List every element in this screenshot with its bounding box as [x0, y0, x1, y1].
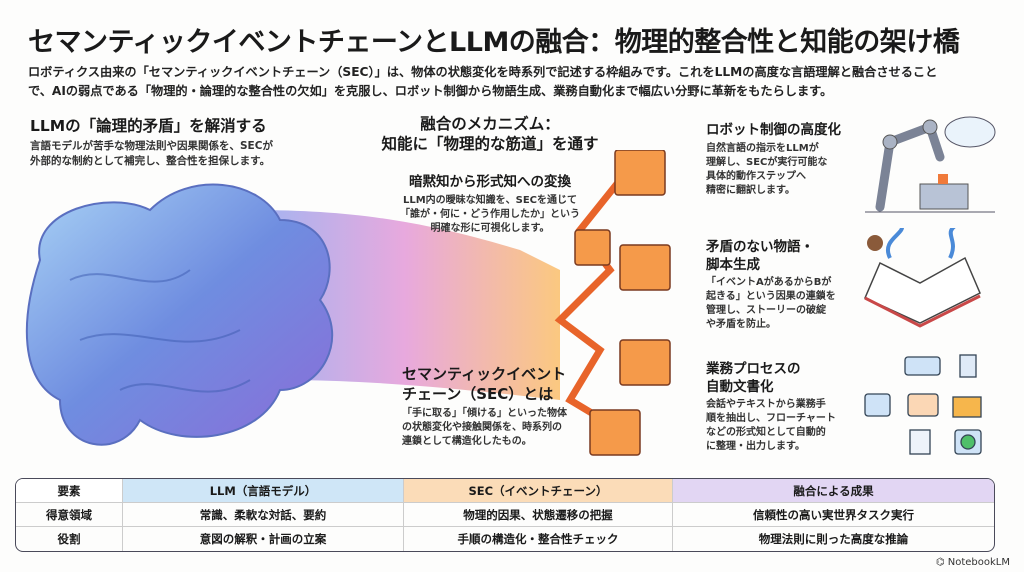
table-cell: 得意領域	[16, 503, 123, 527]
open-book-icon	[864, 228, 981, 328]
table-cell: 信頼性の高い実世界タスク実行	[673, 503, 994, 527]
sec-heading-line: セマンティックイベント	[402, 365, 567, 383]
cube-icon	[614, 150, 666, 196]
section-heading: ロボット制御の高度化	[706, 122, 841, 138]
table-header: SEC（イベントチェーン）	[404, 479, 673, 503]
mechanism-heading: 融合のメカニズム： 知能に「物理的な筋道」を通す	[360, 114, 620, 154]
body-line: 「イベントAがあるからBが	[706, 277, 832, 288]
section-heading: 矛盾のない物語・	[706, 239, 814, 255]
mechanism-heading-line: 知能に「物理的な筋道」を通す	[381, 135, 599, 153]
body-line: 明確な形に可視化します。	[430, 223, 550, 234]
flowchart-icon	[864, 354, 982, 455]
body-line: 外部的な制約として補完し、整合性を担保します。	[30, 155, 271, 167]
mechanism-heading-line: 融合のメカニズム：	[420, 115, 560, 133]
table-cell: 意図の解釈・計画の立案	[123, 527, 404, 551]
table-cell: 役割	[16, 527, 123, 551]
body-line: 言語モデルが苦手な物理法則や因果関係を、SECが	[30, 140, 273, 152]
table-header-row: 要素 LLM（言語モデル） SEC（イベントチェーン） 融合による成果	[16, 479, 994, 503]
body-line: 連鎖として構造化したもの。	[402, 436, 532, 447]
body-line: 「手に取る」「傾ける」といった物体	[402, 408, 567, 419]
body-line: LLM内の曖昧な知識を、SECを通じて	[402, 195, 578, 206]
comparison-table: 要素 LLM（言語モデル） SEC（イベントチェーン） 融合による成果 得意領域…	[15, 478, 995, 552]
table-cell: 物理的因果、状態遷移の把握	[404, 503, 673, 527]
business-docs-section: 業務プロセスの 自動文書化 会話やテキストから業務手 順を抽出し、フローチャート…	[706, 360, 856, 454]
robot-control-section: ロボット制御の高度化 自然言語の指示をLLMが 理解し、SECが実行可能な 具体…	[706, 120, 856, 198]
table-header: 要素	[16, 479, 123, 503]
body-line: などの形式知として自動的	[706, 427, 826, 438]
tacit-heading: 暗黙知から形式知への変換	[409, 174, 571, 190]
body-line: 管理し、ストーリーの破綻	[706, 305, 826, 316]
left-heading: LLMの「論理的矛盾」を解消する	[30, 117, 267, 135]
left-body: 言語モデルが苦手な物理法則や因果関係を、SECが 外部的な制約として補完し、整合…	[30, 139, 273, 169]
page-title: セマンティックイベントチェーンとLLMの融合：物理的整合性と知能の架け橋	[28, 27, 960, 58]
notebooklm-watermark: ⌬ NotebookLM	[936, 557, 1010, 568]
table-row: 役割 意図の解釈・計画の立案 手順の構造化・整合性チェック 物理法則に則った高度…	[16, 527, 994, 551]
body-line: 順を抽出し、フローチャート	[706, 413, 836, 424]
cube-icon	[574, 229, 611, 266]
body-line: 起きる」という因果の連鎖を	[706, 291, 836, 302]
table-cell: 物理法則に則った高度な推論	[758, 532, 909, 546]
tacit-section: 暗黙知から形式知への変換 LLM内の曖昧な知識を、SECを通じて 「誰が・何に・…	[385, 172, 595, 236]
sec-heading-line: チェーン（SEC）とは	[402, 385, 554, 403]
footer-label: NotebookLM	[947, 557, 1010, 568]
body-line: 精密に翻訳します。	[706, 185, 795, 196]
notebooklm-logo-icon: ⌬	[935, 557, 948, 568]
section-heading: 脚本生成	[706, 257, 760, 273]
body-line: 「誰が・何に・どう作用したか」という	[400, 209, 580, 220]
body-line: 会話やテキストから業務手	[706, 399, 826, 410]
section-heading: 業務プロセスの	[706, 361, 801, 377]
table-header: LLM（言語モデル）	[123, 479, 404, 503]
brain-icon	[25, 183, 334, 446]
body-line: の状態変化や接触関係を、時系列の	[402, 422, 562, 433]
story-generation-section: 矛盾のない物語・ 脚本生成 「イベントAがあるからBが 起きる」という因果の連鎖…	[706, 238, 856, 332]
intro-text: ロボティクス由来の「セマンティックイベントチェーン（SEC）」は、物体の状態変化…	[28, 63, 1008, 101]
sec-definition: セマンティックイベント チェーン（SEC）とは 「手に取る」「傾ける」といった物…	[402, 364, 602, 449]
left-section: LLMの「論理的矛盾」を解消する 言語モデルが苦手な物理法則や因果関係を、SEC…	[30, 116, 273, 169]
intro-line: で、AIの弱点である「物理的・論理的な整合性の欠如」を克服し、ロボット制御から物…	[28, 84, 833, 98]
robot-arm-icon	[865, 116, 996, 213]
body-line: 自然言語の指示をLLMが	[706, 143, 819, 154]
body-line: に整理・出力します。	[706, 441, 805, 452]
table-cell: 常識、柔軟な対話、要約	[123, 503, 404, 527]
body-line: 理解し、SECが実行可能な	[706, 157, 828, 168]
body-line: 具体的動作ステップへ	[706, 171, 806, 182]
section-heading: 自動文書化	[706, 379, 774, 395]
cube-icon	[619, 339, 671, 386]
cube-icon	[589, 409, 641, 456]
cube-icon	[619, 244, 671, 291]
body-line: や矛盾を防止。	[706, 319, 776, 330]
table-header: 融合による成果	[673, 479, 994, 503]
intro-line: ロボティクス由来の「セマンティックイベントチェーン（SEC）」は、物体の状態変化…	[28, 65, 938, 79]
table-cell: 手順の構造化・整合性チェック	[404, 527, 673, 551]
brain-chain-illustration	[25, 150, 671, 456]
table-row: 得意領域 常識、柔軟な対話、要約 物理的因果、状態遷移の把握 信頼性の高い実世界…	[16, 503, 994, 527]
